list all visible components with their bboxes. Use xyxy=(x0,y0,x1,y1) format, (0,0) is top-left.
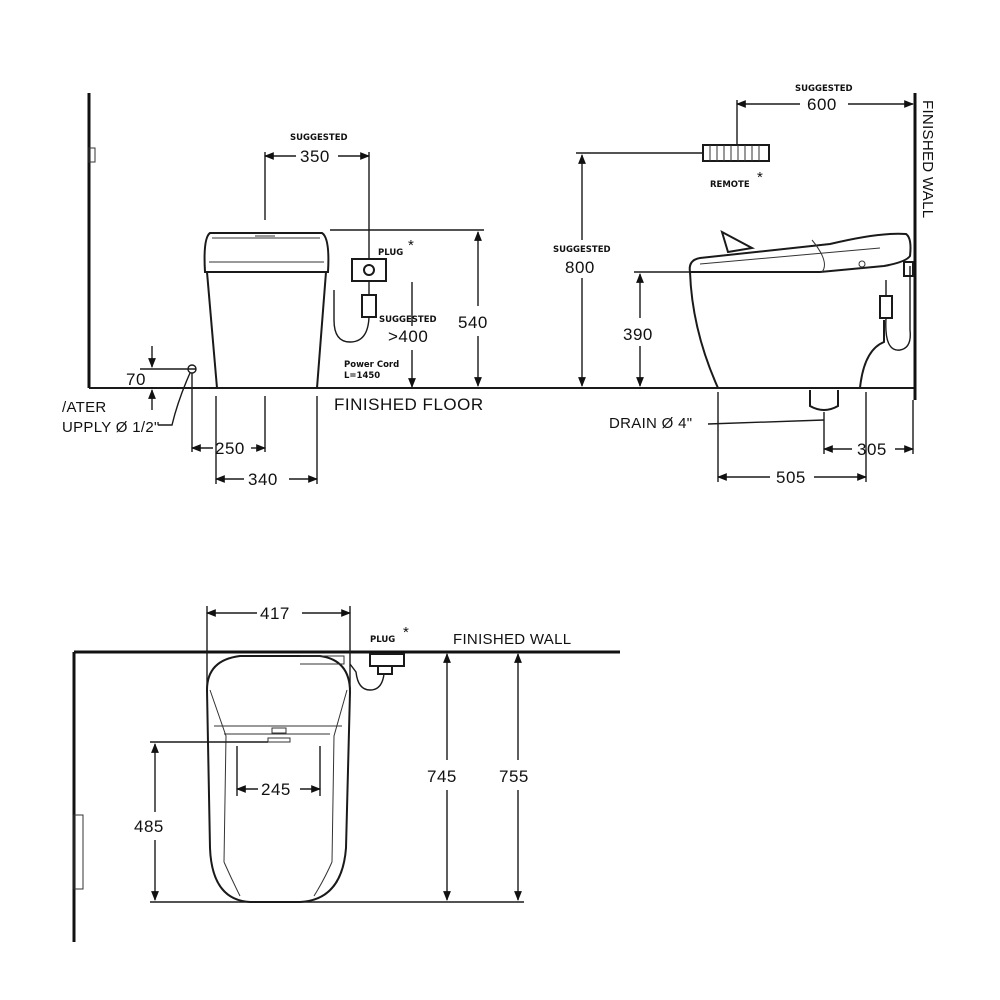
toilet-top-shape xyxy=(205,655,352,903)
dim-390: 390 xyxy=(623,325,653,344)
drain-pipe xyxy=(809,390,839,411)
dim-340: 340 xyxy=(248,470,278,489)
water-supply-leader xyxy=(158,372,191,426)
dim-245: 245 xyxy=(261,780,291,799)
remote-ribs xyxy=(709,145,760,161)
plan-plug-adapter xyxy=(377,665,393,675)
dim-417: 417 xyxy=(260,604,290,623)
side-finished-wall-label: FINISHED WALL xyxy=(919,100,936,218)
dim-600: 600 xyxy=(807,95,837,114)
side-view: REMOTE * SUGGESTED 600 FINISHED WALL SUG… xyxy=(553,84,936,487)
drain-label: DRAIN Ø 4" xyxy=(609,415,692,432)
plan-plug-label: PLUG xyxy=(370,635,395,645)
dim-745: 745 xyxy=(427,767,457,786)
front-plug-asterisk: * xyxy=(408,237,414,254)
dim-800: 800 xyxy=(565,258,595,277)
plan-plug-cord xyxy=(349,663,385,691)
power-cord-label: Power Cord xyxy=(344,360,399,370)
front-suggested-label: SUGGESTED xyxy=(290,133,348,143)
dim-gt400: >400 xyxy=(388,327,428,346)
plug-socket-icon xyxy=(363,264,375,276)
dim-250: 250 xyxy=(215,439,245,458)
toilet-side-shape xyxy=(688,229,914,389)
front-view: SUGGESTED 350 PLUG * SUGGESTED >400 540 … xyxy=(62,93,575,489)
remote-label: REMOTE xyxy=(710,180,750,190)
remote-asterisk: * xyxy=(757,169,763,186)
side-suggested-label: SUGGESTED xyxy=(795,84,853,94)
plug-box xyxy=(351,258,387,282)
water-supply-line2: UPPLY Ø 1/2" xyxy=(62,419,160,436)
plan-finished-wall-label: FINISHED WALL xyxy=(453,631,571,648)
plan-plug-asterisk: * xyxy=(403,624,409,641)
power-cord xyxy=(333,290,370,343)
front-suggested2-label: SUGGESTED xyxy=(379,315,437,325)
toilet-front-shape xyxy=(203,232,330,389)
power-cord-adapter xyxy=(361,294,377,318)
plan-view: FINISHED WALL PLUG * 417 xyxy=(72,604,620,942)
front-finished-floor-label: FINISHED FLOOR xyxy=(334,395,484,414)
plan-wall-fixture xyxy=(73,814,84,890)
dim-755: 755 xyxy=(499,767,529,786)
dim-485: 485 xyxy=(134,817,164,836)
drain-leader xyxy=(707,419,825,425)
front-plug-label: PLUG xyxy=(378,248,403,258)
side-suggested2-label: SUGGESTED xyxy=(553,245,611,255)
water-supply-line1: /ATER xyxy=(62,399,107,416)
power-cord-length: L=1450 xyxy=(344,371,380,381)
plan-plug-box xyxy=(369,653,405,667)
dim-70: 70 xyxy=(126,370,146,389)
wall-outlet-marker xyxy=(88,147,96,163)
dim-305: 305 xyxy=(857,440,887,459)
dim-540: 540 xyxy=(458,313,488,332)
dim-350: 350 xyxy=(300,147,330,166)
dim-505: 505 xyxy=(776,468,806,487)
